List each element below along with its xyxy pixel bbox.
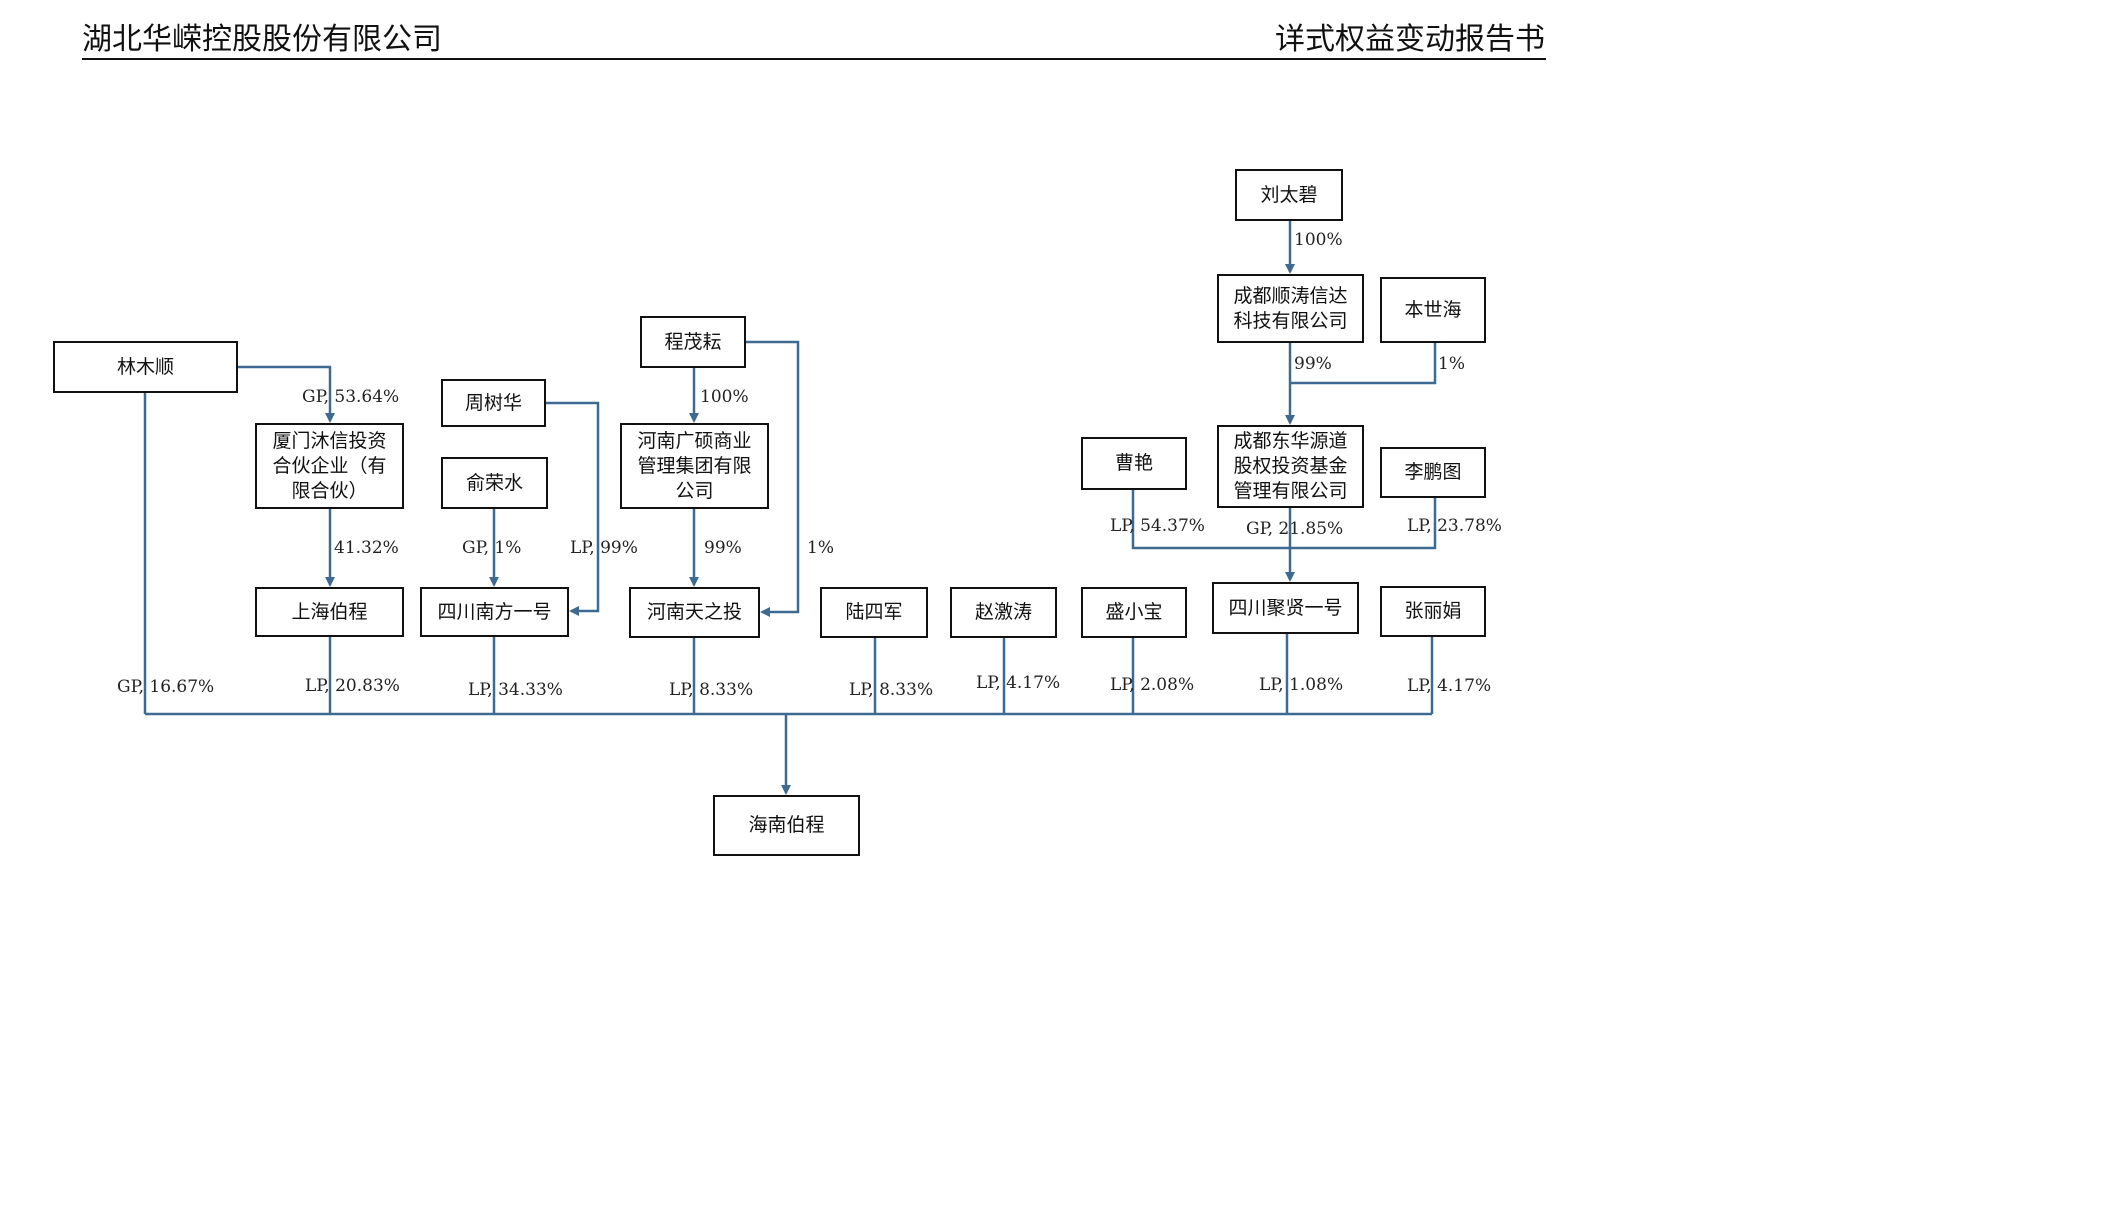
edge-lin-to-xiamen	[238, 365, 335, 423]
label-gp-2185: GP, 21.85%	[1246, 519, 1344, 539]
node-henan-guangshuo: 河南广硕商业 管理集团有限 公司	[620, 423, 769, 509]
node-yu-rongshui: 俞荣水	[441, 457, 548, 509]
node-zhang-lijuan: 张丽娟	[1380, 586, 1486, 637]
label-100-liu: 100%	[1294, 230, 1343, 250]
node-li-pengtu: 李鹏图	[1380, 447, 1486, 498]
node-cao-yan: 曹艳	[1081, 437, 1187, 490]
label-lp-208: LP, 2.08%	[1110, 675, 1195, 695]
label-99-tianzhi: 99%	[704, 538, 742, 558]
node-lu-sijun: 陆四军	[820, 587, 928, 638]
node-sheng-xiaobao: 盛小宝	[1081, 587, 1187, 638]
label-100-cheng: 100%	[700, 387, 749, 407]
node-ben-shihai: 本世海	[1380, 277, 1486, 343]
node-sichuan-nanfang: 四川南方一号	[420, 587, 569, 637]
label-lp-417-b: LP, 4.17%	[1407, 676, 1492, 696]
node-lin-mushun: 林木顺	[53, 341, 238, 393]
node-hainan-bocheng: 海南伯程	[713, 795, 860, 856]
label-lp-3433: LP, 34.33%	[468, 680, 563, 700]
label-1-ben: 1%	[1438, 354, 1465, 374]
label-lp-417-a: LP, 4.17%	[976, 673, 1061, 693]
label-lp-108: LP, 1.08%	[1259, 675, 1344, 695]
node-henan-tianzhi: 河南天之投	[629, 587, 760, 638]
node-shanghai-bocheng: 上海伯程	[255, 587, 404, 637]
node-liu-taibi: 刘太碧	[1235, 169, 1343, 221]
label-gp-5364: GP, 53.64%	[302, 387, 400, 407]
header-company-name: 湖北华嵘控股股份有限公司	[82, 22, 442, 57]
node-chengdu-donghua: 成都东华源道 股权投资基金 管理有限公司	[1217, 425, 1364, 508]
node-sichuan-juxian: 四川聚贤一号	[1212, 582, 1359, 634]
ownership-diagram-connectors	[143, 221, 1437, 795]
label-lp-5437: LP, 54.37%	[1110, 516, 1205, 536]
node-xiamen-muxin: 厦门沐信投资 合伙企业（有 限合伙）	[255, 423, 404, 509]
edge-li-to-juxian	[1290, 498, 1437, 550]
edge-ben-to-donghua	[1290, 343, 1437, 385]
node-chengdu-shuntao: 成都顺涛信达 科技有限公司	[1217, 274, 1364, 343]
label-4132: 41.32%	[334, 538, 399, 558]
label-lp-2083: LP, 20.83%	[305, 676, 400, 696]
header-document-title: 详式权益变动报告书	[1275, 22, 1545, 57]
edge-zhou-to-nanfang	[546, 401, 600, 616]
node-zhou-shuhua: 周树华	[441, 379, 546, 427]
label-lp-2378: LP, 23.78%	[1407, 516, 1502, 536]
node-zhao-jitao: 赵激涛	[950, 587, 1057, 638]
label-1-tianzhi: 1%	[807, 538, 834, 558]
header-rule	[82, 58, 1546, 60]
label-lp-833-a: LP, 8.33%	[669, 680, 754, 700]
label-gp-1: GP, 1%	[462, 538, 522, 558]
label-99-shuntao: 99%	[1294, 354, 1332, 374]
label-lp-99: LP, 99%	[570, 538, 638, 558]
edge-cao-to-juxian	[1131, 490, 1290, 550]
label-lp-833-b: LP, 8.33%	[849, 680, 934, 700]
label-gp-1667: GP, 16.67%	[117, 677, 215, 697]
node-cheng-maoyun: 程茂耘	[640, 316, 746, 368]
edge-cheng-to-tianzhi	[746, 340, 800, 617]
